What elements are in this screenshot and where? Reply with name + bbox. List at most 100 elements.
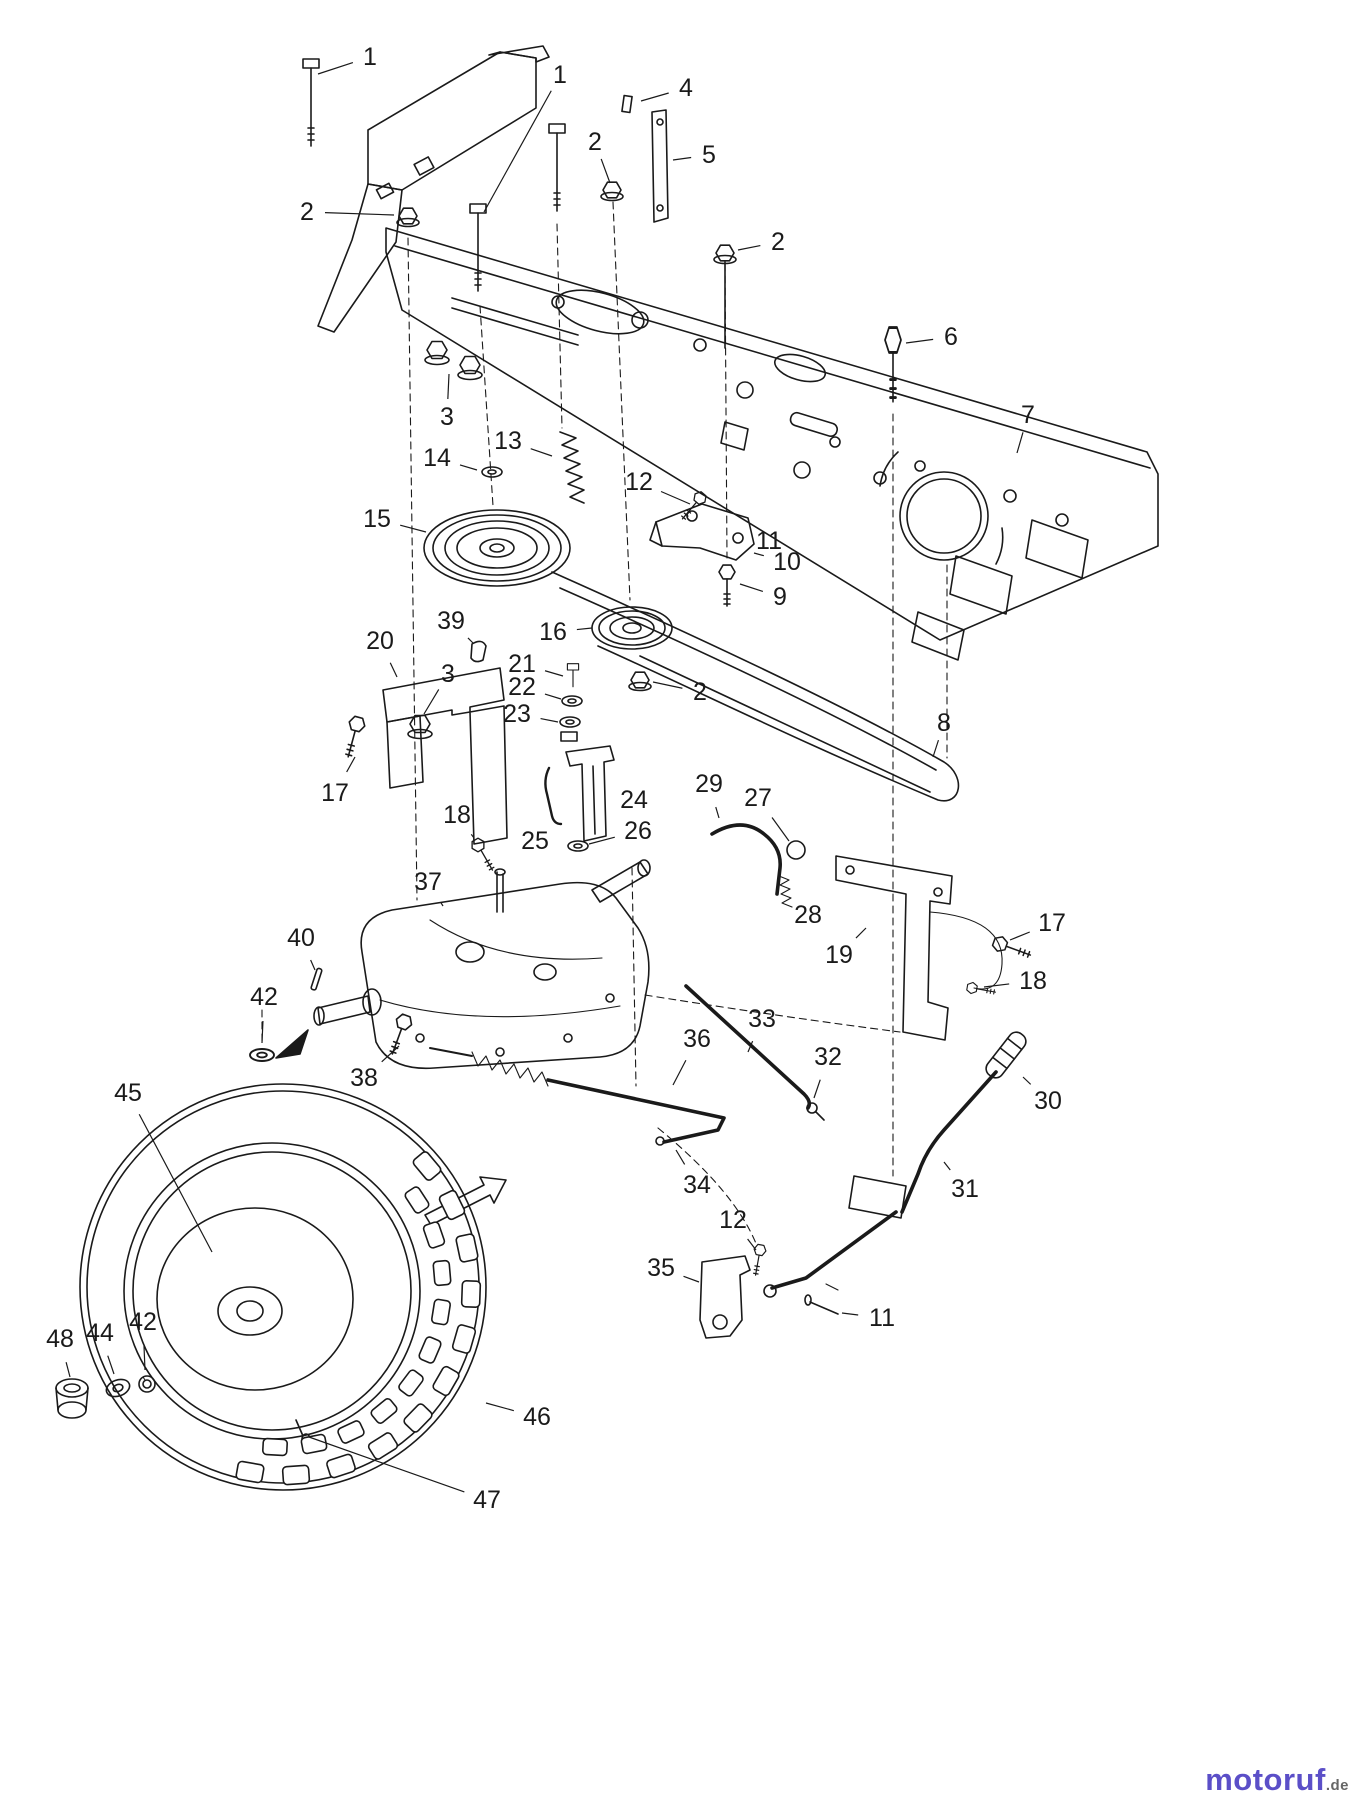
flange-nut-icon xyxy=(457,355,483,381)
callout-leader xyxy=(485,1402,515,1412)
part-callout-34: 34 xyxy=(683,1171,711,1199)
hex-nut-icon xyxy=(600,181,624,202)
carriage-bolt-icon xyxy=(469,203,487,292)
callout-leader xyxy=(65,1362,71,1378)
part-callout-1: 1 xyxy=(363,43,377,71)
part-callout-42: 42 xyxy=(129,1308,157,1336)
callout-leader xyxy=(588,836,615,845)
part-callout-40: 40 xyxy=(287,924,315,952)
retainer-clip xyxy=(470,640,487,663)
callout-leader xyxy=(943,1161,951,1171)
part-callout-5: 5 xyxy=(702,141,716,169)
part-callout-2: 2 xyxy=(693,678,707,706)
part-callout-4: 4 xyxy=(679,74,693,102)
control-rod-assembly xyxy=(710,823,806,908)
hex-nut-stud xyxy=(713,244,737,349)
chassis-frame xyxy=(317,45,1159,661)
carriage-bolt-icon xyxy=(302,58,320,147)
direction-arrow xyxy=(424,1176,507,1226)
shift-link-rod xyxy=(684,984,812,1110)
callout-leader xyxy=(747,1040,754,1053)
part-callout-2: 2 xyxy=(771,228,785,256)
support-strap xyxy=(651,109,669,223)
part-callout-3: 3 xyxy=(440,403,454,431)
part-callout-11: 11 xyxy=(869,1304,895,1332)
callout-leader xyxy=(540,718,559,723)
flat-washer-icon xyxy=(567,840,589,852)
part-callout-42: 42 xyxy=(250,983,278,1011)
part-callout-28: 28 xyxy=(794,901,822,929)
callout-leader xyxy=(660,490,691,505)
part-callout-32: 32 xyxy=(814,1043,842,1071)
callout-leader xyxy=(400,524,427,533)
carriage-bolt-icon xyxy=(548,123,566,212)
hex-bolt-icon xyxy=(749,1243,768,1277)
part-callout-39: 39 xyxy=(437,607,465,635)
callout-leader xyxy=(1022,1076,1032,1085)
callout-leader xyxy=(324,212,395,216)
part-callout-11: 11 xyxy=(756,527,782,555)
part-callout-37: 37 xyxy=(414,868,442,896)
part-callout-12: 12 xyxy=(625,468,653,496)
callout-leader xyxy=(905,338,934,344)
part-callout-9: 9 xyxy=(773,583,787,611)
hex-bolt-icon xyxy=(965,981,997,999)
callout-leader xyxy=(138,1113,213,1253)
part-callout-1: 1 xyxy=(553,61,567,89)
part-callout-13: 13 xyxy=(494,427,522,455)
callout-leader xyxy=(544,693,562,700)
part-callout-24: 24 xyxy=(620,786,648,814)
part-callout-16: 16 xyxy=(539,618,567,646)
callout-leader xyxy=(576,627,593,631)
cotter-pin xyxy=(804,1283,839,1315)
part-callout-38: 38 xyxy=(350,1064,378,1092)
flange-nut-icon xyxy=(424,340,450,366)
part-callout-3: 3 xyxy=(441,660,455,688)
callout-leader xyxy=(672,1060,687,1086)
clutch-rod xyxy=(544,766,563,826)
callout-leader xyxy=(855,927,867,939)
axle-direction-arrow xyxy=(275,1029,309,1059)
brake-spring-rod xyxy=(429,1047,726,1146)
callout-leader xyxy=(652,681,683,689)
part-callout-25: 25 xyxy=(521,827,549,855)
spacer-washer xyxy=(481,466,503,478)
part-callout-19: 19 xyxy=(825,941,853,969)
part-callout-45: 45 xyxy=(114,1079,142,1107)
callout-leader xyxy=(440,902,444,907)
callout-leader xyxy=(389,662,398,678)
callout-leader xyxy=(753,552,765,557)
callout-leader xyxy=(675,1149,686,1165)
torque-bracket xyxy=(382,667,508,845)
engine-pulley xyxy=(423,509,571,587)
part-callout-31: 31 xyxy=(951,1175,979,1203)
part-callout-23: 23 xyxy=(503,700,531,728)
part-callout-29: 29 xyxy=(695,770,723,798)
idler-spring xyxy=(559,431,585,504)
axle-washer-icon xyxy=(249,1048,275,1062)
part-callout-12: 12 xyxy=(719,1206,747,1234)
part-callout-17: 17 xyxy=(1038,909,1066,937)
callout-leader xyxy=(813,1079,821,1099)
transaxle xyxy=(313,859,651,1070)
hex-bolt-icon xyxy=(339,714,368,760)
watermark-logo[interactable]: motoruf.de xyxy=(1205,1762,1349,1798)
callout-leader xyxy=(771,817,790,842)
callout-leader-lines xyxy=(65,62,1032,1493)
hex-bolt-icon xyxy=(384,1011,415,1058)
callout-leader xyxy=(1016,432,1024,454)
roll-pin-icon xyxy=(621,94,633,114)
callout-leader xyxy=(932,739,940,758)
callout-leader xyxy=(530,448,553,457)
part-callout-27: 27 xyxy=(744,784,772,812)
callout-leader xyxy=(447,373,450,400)
pivot-bracket xyxy=(699,1255,751,1339)
part-callout-7: 7 xyxy=(1021,401,1035,429)
part-callout-18: 18 xyxy=(443,801,471,829)
part-callout-2: 2 xyxy=(588,128,602,156)
callout-leader xyxy=(423,689,440,715)
assembly-axis-lines xyxy=(261,201,948,1247)
part-callout-14: 14 xyxy=(423,444,451,472)
